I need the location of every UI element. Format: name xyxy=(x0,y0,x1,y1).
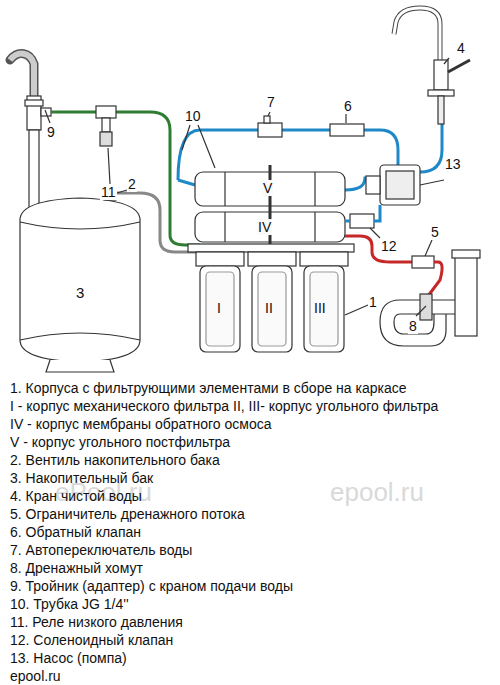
housing-label: III xyxy=(313,300,327,316)
legend-line: 1. Корпуса с фильтрующими элементами в с… xyxy=(10,380,407,396)
legend-line: 3. Накопительный бак xyxy=(10,470,153,486)
callout-number: 1 xyxy=(368,294,378,310)
housing-label: IV xyxy=(257,219,272,235)
legend-line: 11. Реле низкого давления xyxy=(10,614,183,630)
callout-number: 10 xyxy=(184,108,202,124)
housing-label: V xyxy=(262,180,273,196)
watermark: epool.ru xyxy=(330,478,424,508)
callout-number: 9 xyxy=(46,124,56,140)
callout-number: 12 xyxy=(380,238,398,254)
legend-line: 6. Обратный клапан xyxy=(10,524,141,540)
callout-number: 2 xyxy=(127,176,137,192)
callout-number: 8 xyxy=(408,318,418,334)
housing-label: II xyxy=(264,300,274,316)
callout-number: 7 xyxy=(266,94,276,110)
legend-line: 10. Трубка JG 1/4'' xyxy=(10,596,129,612)
legend-line: 7. Автопереключатель воды xyxy=(10,542,192,558)
legend-line: 9. Тройник (адаптер) с краном подачи вод… xyxy=(10,578,293,594)
legend-line: 4. Кран чистой воды xyxy=(10,488,142,504)
callout-number: 4 xyxy=(456,40,466,56)
callout-number: 13 xyxy=(444,156,462,172)
legend-line: V - корпус угольного постфильтра xyxy=(10,434,230,450)
legend-line: IV - корпус мембраны обратного осмоса xyxy=(10,416,271,432)
callout-number: 11 xyxy=(100,184,117,200)
legend-line: epool.ru xyxy=(10,668,61,684)
legend-line: I - корпус механического фильтра II, III… xyxy=(10,398,438,414)
legend-line: 5. Ограничитель дренажного потока xyxy=(10,506,245,522)
callout-number: 5 xyxy=(430,224,440,240)
callout-number: 3 xyxy=(75,284,85,301)
legend-line: 8. Дренажный хомут xyxy=(10,560,143,576)
callout-number: 6 xyxy=(343,98,353,114)
housing-label: I xyxy=(216,300,222,316)
legend-line: 13. Насос (помпа) xyxy=(10,650,127,666)
legend-line: 12. Соленоидный клапан xyxy=(10,632,173,648)
legend-line: 2. Вентиль накопительного бака xyxy=(10,452,220,468)
